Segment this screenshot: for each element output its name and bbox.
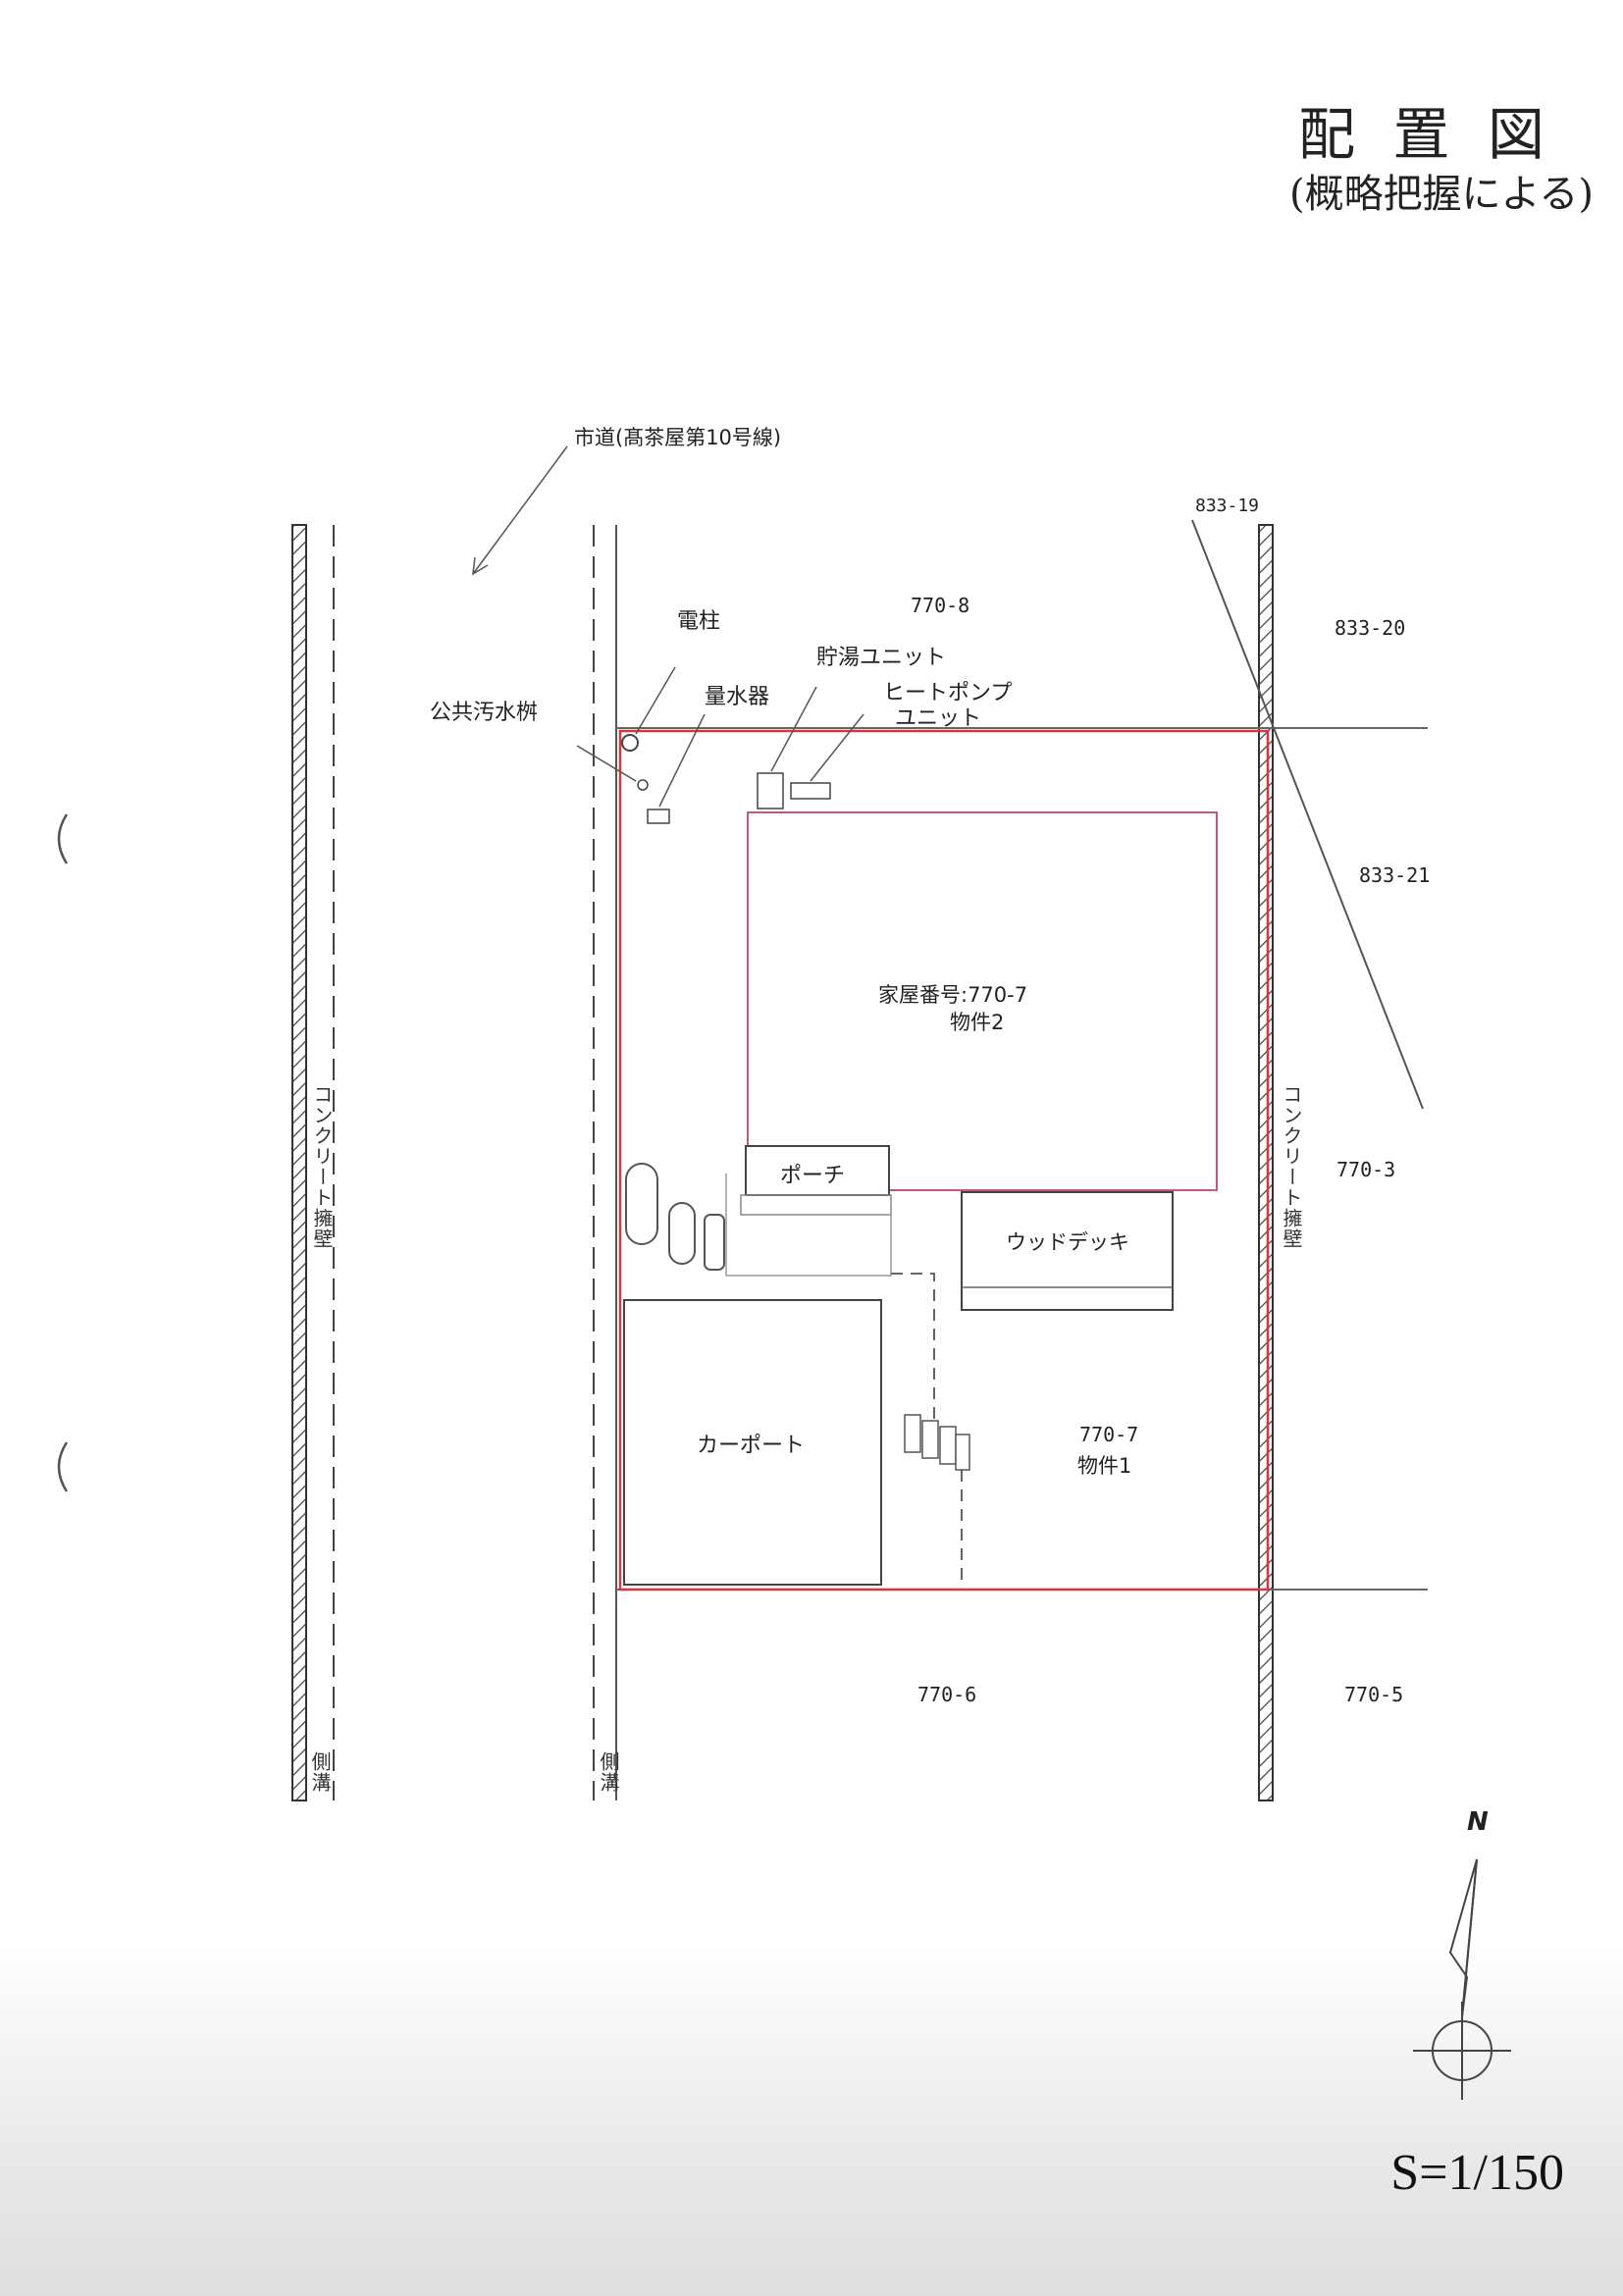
stepping-stone <box>704 1214 725 1271</box>
label-meter: 量水器 <box>705 685 770 709</box>
deck-label: ウッドデッキ <box>1006 1230 1129 1254</box>
porch-step <box>740 1194 892 1216</box>
path-outline <box>725 1174 892 1277</box>
hole-punch-mark <box>57 1441 69 1492</box>
leader-line <box>658 713 706 808</box>
meter-cluster <box>955 1434 970 1471</box>
road-label: 市道(髙茶屋第10号線) <box>574 426 782 449</box>
lot-label-2: 物件1 <box>1077 1454 1132 1478</box>
label-storage: 貯湯ユニット <box>816 646 947 670</box>
parcel-north: 770-8 <box>911 594 970 617</box>
leader-line <box>770 686 817 772</box>
meter-cluster <box>939 1426 957 1465</box>
carport-label: カーポート <box>697 1434 806 1458</box>
meter-cluster <box>904 1414 921 1453</box>
utility-pole-symbol <box>621 734 639 752</box>
parcel-south: 770-6 <box>917 1683 977 1706</box>
storage-unit-symbol <box>757 772 784 809</box>
water-meter-symbol <box>647 809 670 824</box>
porch-box <box>745 1145 890 1196</box>
piping-dashed <box>891 1273 935 1423</box>
house-label-2: 物件2 <box>950 1011 1005 1034</box>
wood-deck <box>961 1191 1174 1311</box>
heatpump-unit-symbol <box>790 782 831 800</box>
label-sewer: 公共汚水桝 <box>430 701 539 725</box>
carport <box>623 1299 882 1586</box>
north-label: N <box>1467 1807 1489 1837</box>
wall-right-label: コンクリート擁壁 <box>1280 1084 1303 1249</box>
stepping-stone <box>625 1163 658 1245</box>
porch-label: ポーチ <box>780 1164 846 1188</box>
leader-line <box>635 666 676 735</box>
parcel-ne-19: 833-19 <box>1195 496 1260 516</box>
leader-line <box>810 713 864 782</box>
wall-left-label: コンクリート擁壁 <box>310 1084 334 1249</box>
meter-cluster <box>921 1420 939 1459</box>
site-boundary <box>618 729 1270 1592</box>
page-title: 配 置 図 <box>1298 101 1554 168</box>
label-heatpump-2: ユニット <box>895 706 982 731</box>
lot-label-1: 770-7 <box>1079 1423 1139 1446</box>
hole-punch-mark <box>57 813 69 864</box>
label-heatpump-1: ヒートポンプ <box>883 681 1013 705</box>
parcel-ne-20: 833-20 <box>1335 616 1406 640</box>
leader-line <box>576 745 637 782</box>
parcel-se: 770-5 <box>1344 1683 1404 1706</box>
road-arrow-shaft <box>472 445 568 575</box>
diagonal-boundary <box>1191 519 1424 1110</box>
scan-shadow <box>0 1943 1623 2296</box>
parcel-ne-21: 833-21 <box>1359 863 1431 887</box>
sewer-inlet-symbol <box>637 779 649 791</box>
label-pole: 電柱 <box>677 609 721 634</box>
scale-label: S=1/150 <box>1390 2145 1564 2201</box>
road-arrow-head <box>472 556 489 576</box>
right-retaining-wall <box>1258 524 1274 1801</box>
ditch-left-label: 側溝 <box>308 1751 332 1793</box>
ditch-right-label: 側溝 <box>597 1751 620 1793</box>
parcel-east: 770-3 <box>1336 1158 1396 1181</box>
page-subtitle: (概略把握による) <box>1288 172 1594 217</box>
stepping-stone <box>668 1202 696 1265</box>
house-label-1: 家屋番号:770-7 <box>878 983 1028 1007</box>
left-retaining-wall <box>291 524 307 1801</box>
house-outline <box>747 811 1218 1191</box>
north-arrow-shaft <box>1461 1858 1478 2017</box>
